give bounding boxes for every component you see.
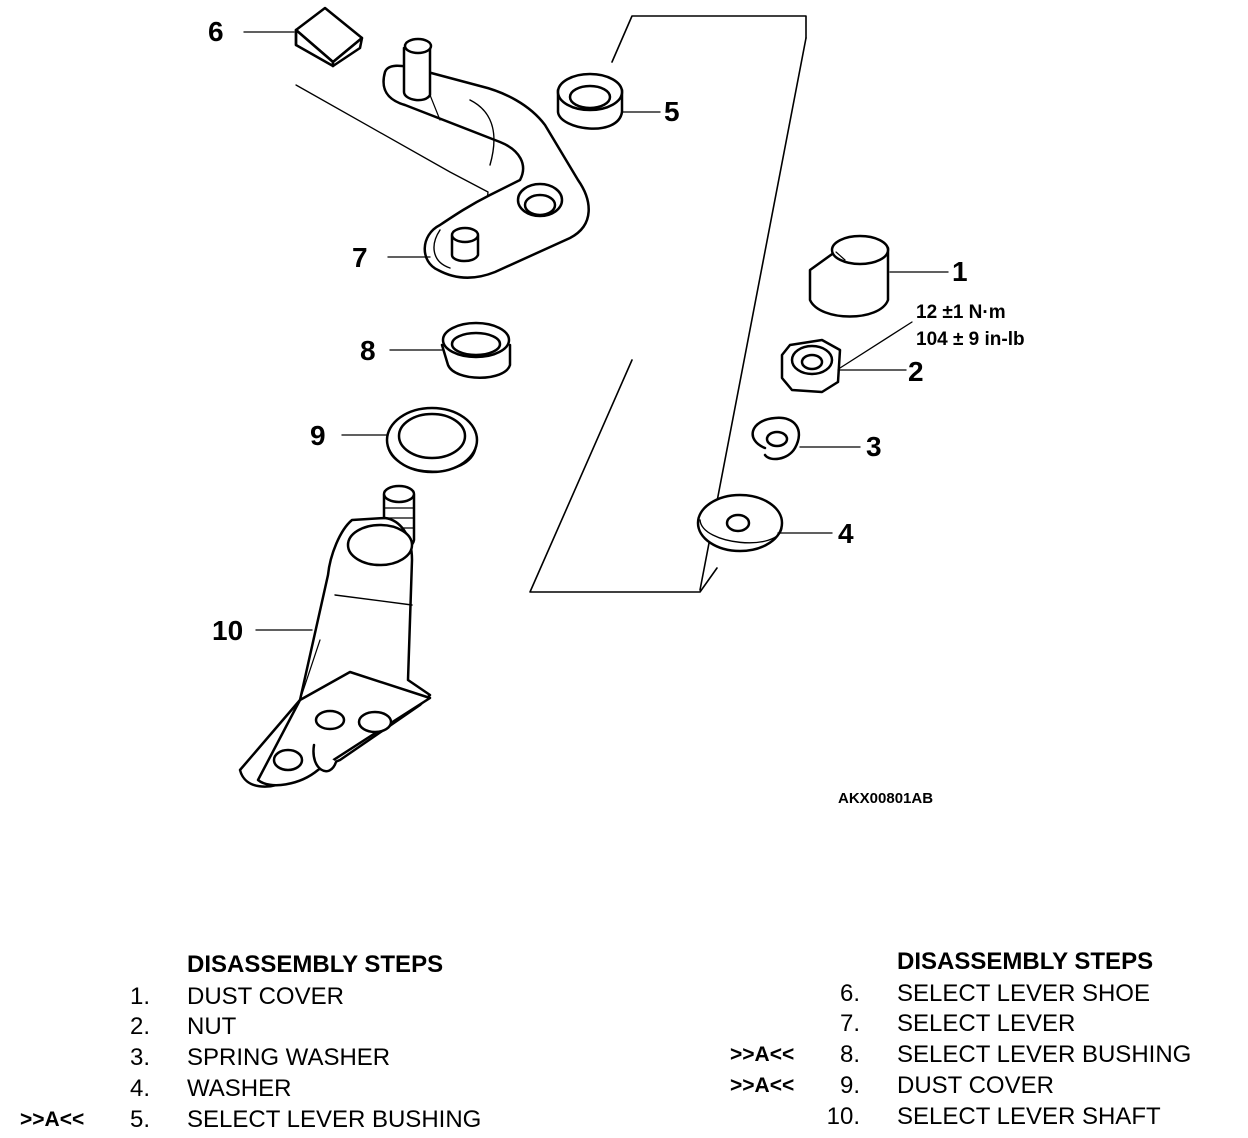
select-lever-bushing-5-part xyxy=(556,72,624,130)
step-number: 1. xyxy=(129,983,150,1010)
callout-5: 5 xyxy=(664,96,680,127)
step-name: SELECT LEVER xyxy=(897,1010,1076,1037)
step-name: SELECT LEVER BUSHING xyxy=(897,1041,1192,1068)
steps-list-left: DISASSEMBLY STEPS 1. DUST COVER 2. NUT 3… xyxy=(0,950,620,1138)
callout-7: 7 xyxy=(352,242,368,273)
step-name: WASHER xyxy=(187,1075,292,1102)
step-row: 4. WASHER xyxy=(0,1074,620,1104)
step-name: SELECT LEVER SHOE xyxy=(897,980,1150,1007)
select-lever-part xyxy=(382,37,590,279)
callout-9: 9 xyxy=(310,420,326,451)
spring-washer-part xyxy=(751,416,801,461)
step-number: 5. xyxy=(129,1106,150,1133)
callout-8: 8 xyxy=(360,335,376,366)
callout-6: 6 xyxy=(208,16,224,47)
step-number: 9. xyxy=(839,1072,860,1099)
select-lever-shoe-part xyxy=(294,6,364,68)
leader-lines xyxy=(243,31,949,631)
steps-heading-left: DISASSEMBLY STEPS xyxy=(187,951,444,978)
step-number: 10. xyxy=(826,1103,860,1130)
step-mark: >>A<< xyxy=(20,1108,85,1131)
step-row: >>A<< 5. SELECT LEVER BUSHING xyxy=(0,1105,620,1135)
exploded-view-diagram: 1 2 3 4 5 6 7 8 9 10 12 ±1 N·m 104 ± 9 i… xyxy=(208,6,1025,807)
step-mark: >>A<< xyxy=(730,1043,795,1066)
dust-cover-1-part xyxy=(808,234,890,318)
steps-list-right: DISASSEMBLY STEPS 6. SELECT LEVER SHOE 7… xyxy=(700,947,1248,1138)
figure-id: AKX00801AB xyxy=(838,790,933,807)
step-row: 2. NUT xyxy=(0,1012,620,1042)
step-number: 8. xyxy=(839,1041,860,1068)
torque-spec-inlb: 104 ± 9 in-lb xyxy=(916,329,1025,350)
step-mark: >>A<< xyxy=(730,1074,795,1097)
nut-part xyxy=(780,338,842,394)
callout-1: 1 xyxy=(952,256,968,287)
select-lever-shaft-part xyxy=(238,484,432,788)
torque-spec-nm: 12 ±1 N·m xyxy=(916,302,1006,323)
step-row: 10. SELECT LEVER SHAFT xyxy=(700,1102,1248,1132)
step-row: 6. SELECT LEVER SHOE xyxy=(700,979,1248,1009)
callout-4: 4 xyxy=(838,518,854,549)
callout-10: 10 xyxy=(212,615,243,646)
callout-2: 2 xyxy=(908,356,924,387)
step-number: 2. xyxy=(129,1013,150,1040)
step-number: 4. xyxy=(129,1075,150,1102)
step-number: 7. xyxy=(839,1010,860,1037)
step-name: SPRING WASHER xyxy=(187,1044,391,1071)
step-row: >>A<< 9. DUST COVER xyxy=(700,1071,1248,1101)
step-row: >>A<< 8. SELECT LEVER BUSHING xyxy=(700,1040,1248,1070)
dust-cover-9-part xyxy=(385,406,479,474)
step-name: SELECT LEVER BUSHING xyxy=(187,1106,482,1133)
step-name: SELECT LEVER SHAFT xyxy=(897,1103,1161,1130)
step-row: 7. SELECT LEVER xyxy=(700,1009,1248,1039)
step-number: 6. xyxy=(839,980,860,1007)
step-name: DUST COVER xyxy=(897,1072,1054,1099)
select-lever-bushing-8-part xyxy=(440,321,512,379)
step-row: 3. SPRING WASHER xyxy=(0,1043,620,1073)
washer-part xyxy=(696,493,784,553)
step-name: NUT xyxy=(187,1013,237,1040)
step-number: 3. xyxy=(129,1044,150,1071)
step-row: 1. DUST COVER xyxy=(0,982,620,1012)
steps-heading-right: DISASSEMBLY STEPS xyxy=(897,948,1154,975)
step-name: DUST COVER xyxy=(187,983,344,1010)
callout-3: 3 xyxy=(866,431,882,462)
